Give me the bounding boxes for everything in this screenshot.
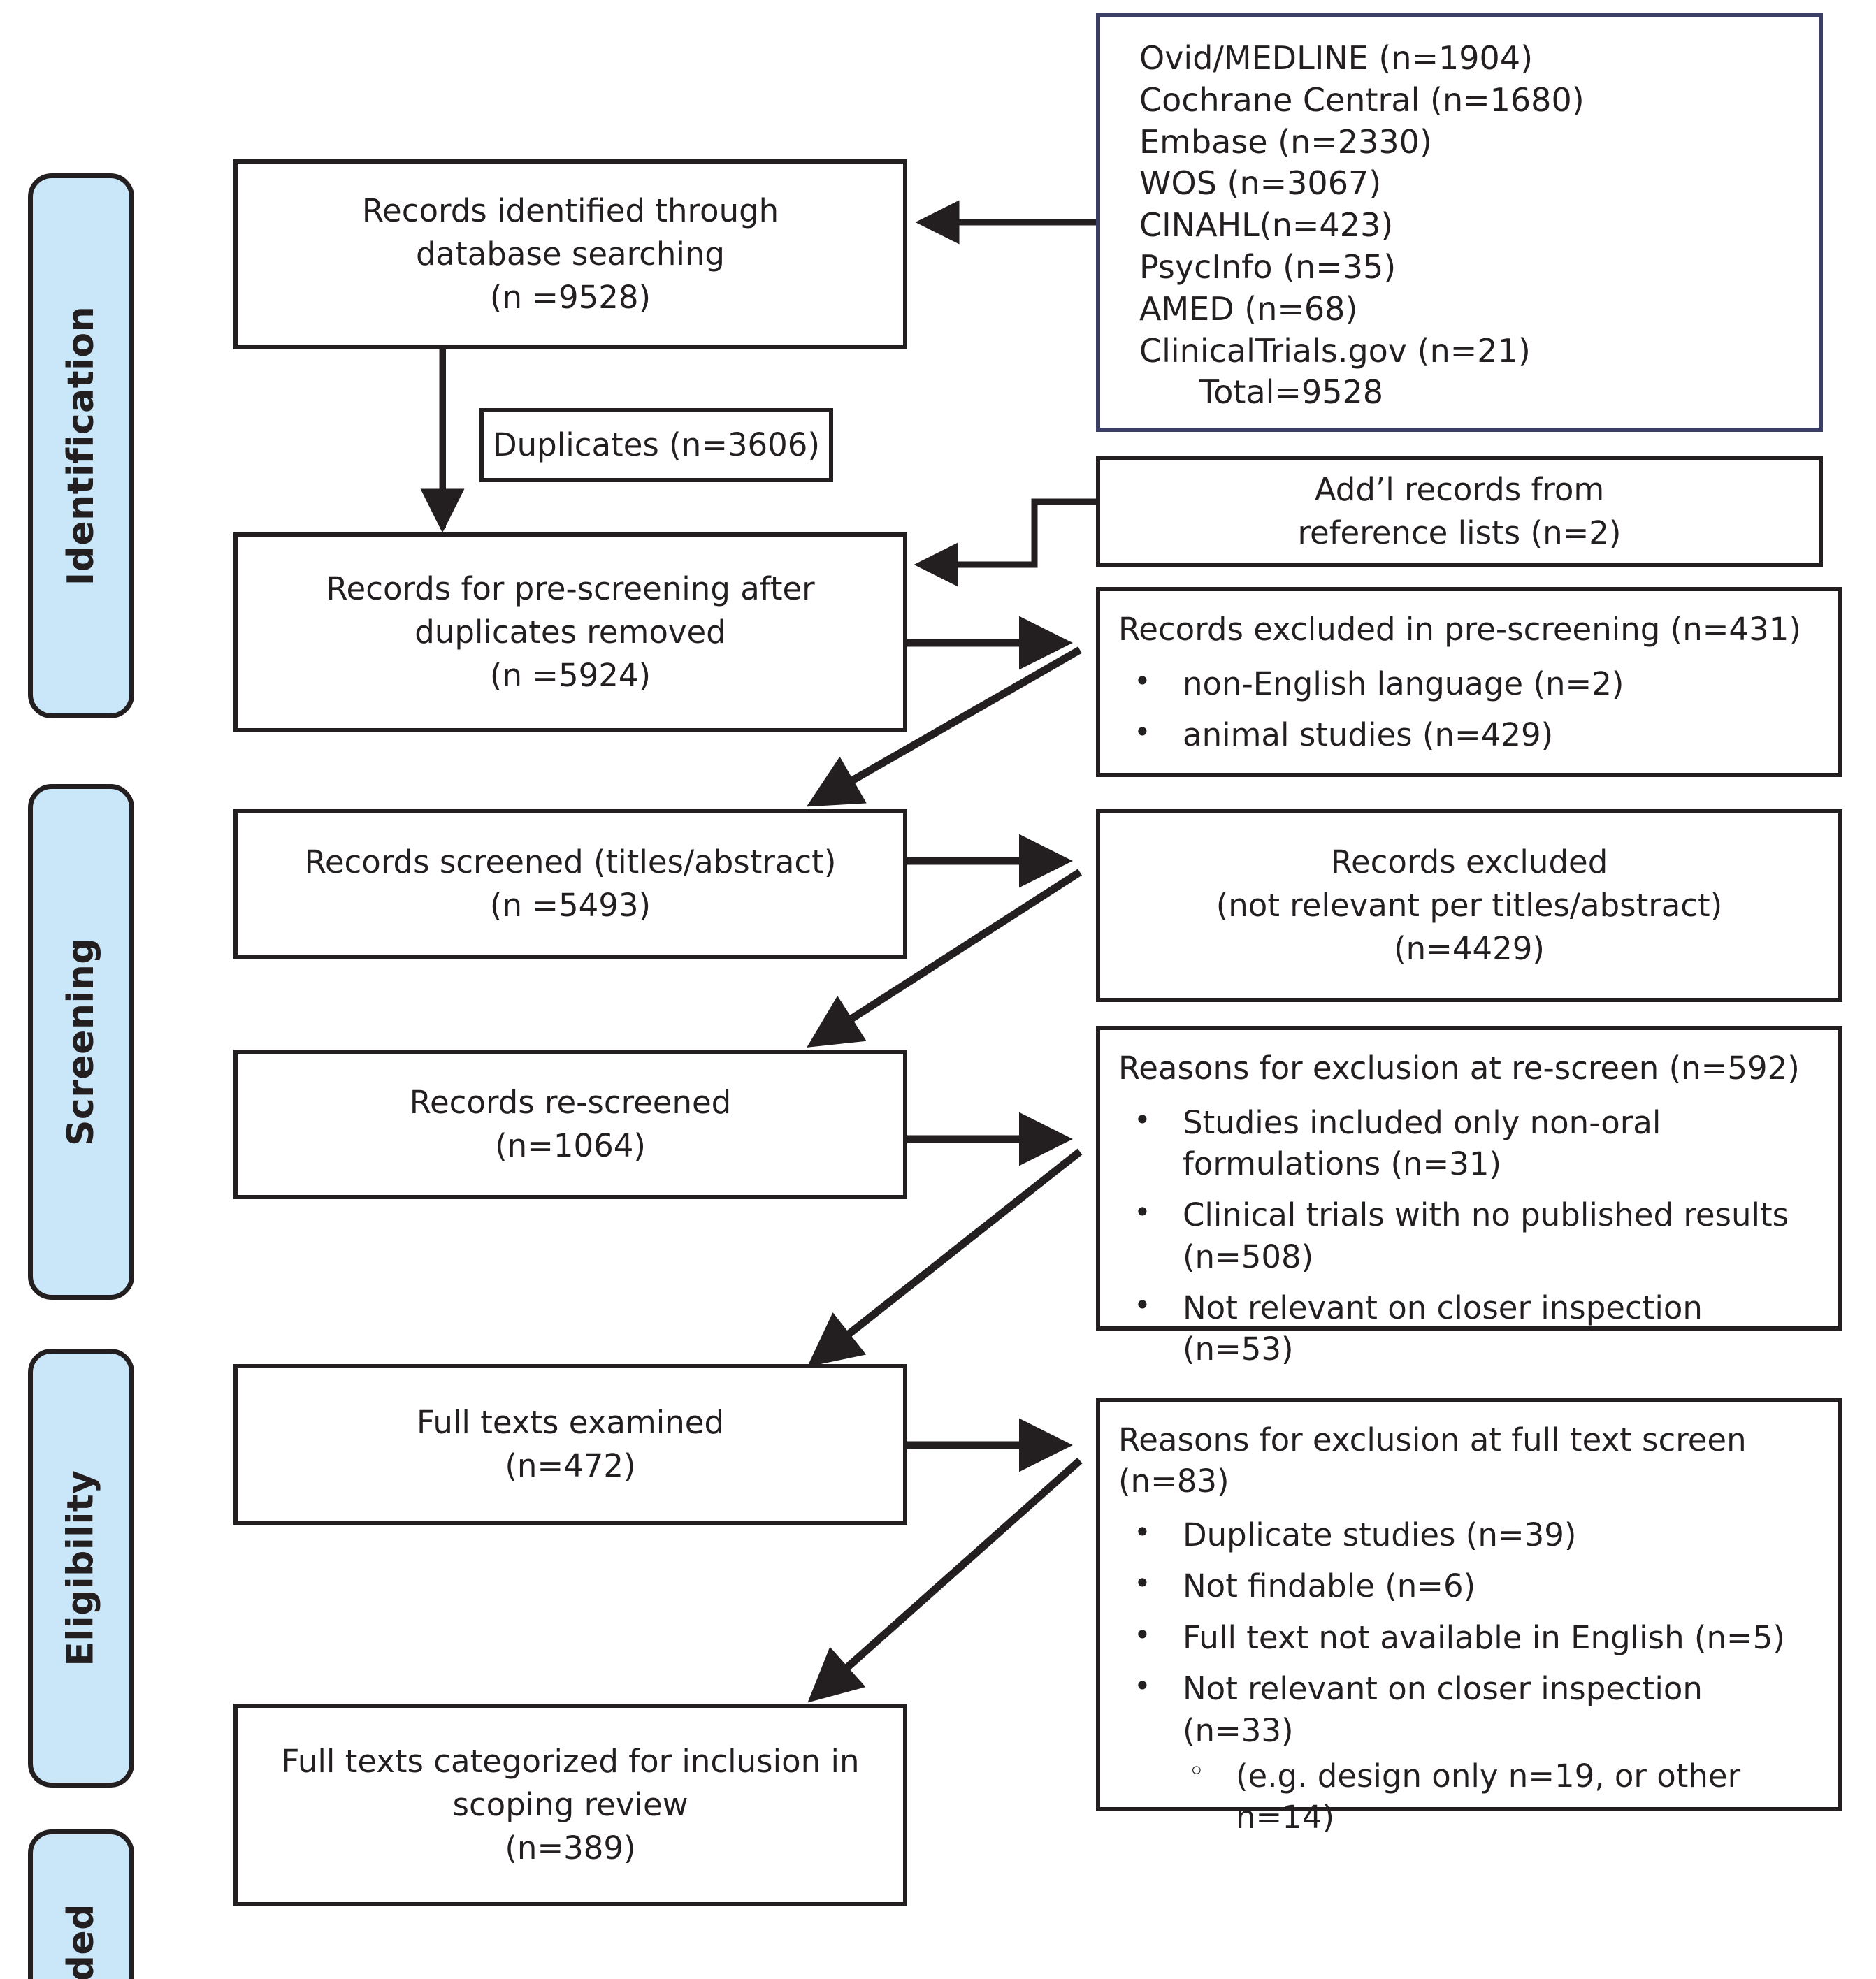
stage-pill-screening: Screening bbox=[28, 784, 134, 1300]
rescreen-excluded-item: Studies included only non-oral formulati… bbox=[1118, 1101, 1823, 1185]
fulltext-excluded-item: Not relevant on closer inspection (n=33) bbox=[1118, 1667, 1823, 1751]
prescreening-excluded-box: Records excluded in pre-screening (n=431… bbox=[1096, 587, 1842, 777]
stage-pill-included: Included bbox=[28, 1829, 134, 1979]
duplicates-branch-line bbox=[440, 348, 446, 528]
fulltexts-examined-line1: Full texts examined bbox=[416, 1403, 725, 1441]
additional-records-line1: Add’l records from bbox=[1314, 470, 1605, 508]
fulltexts-examined-box: Full texts examined (n=472) bbox=[233, 1364, 907, 1525]
included-box: Full texts categorized for inclusion in … bbox=[233, 1704, 907, 1906]
records-excluded-box: Records excluded (not relevant per title… bbox=[1096, 809, 1842, 1002]
prescreening-pool-count: (n =5924) bbox=[489, 657, 651, 695]
database-source-item: AMED (n=68) bbox=[1139, 289, 1358, 328]
records-identified-line1: Records identified through bbox=[361, 191, 779, 229]
database-source-item: WOS (n=3067) bbox=[1139, 164, 1382, 203]
stage-label-identification: Identification bbox=[60, 305, 103, 586]
records-rescreened-line1: Records re-screened bbox=[409, 1083, 732, 1121]
included-line1: Full texts categorized for inclusion in bbox=[281, 1742, 860, 1780]
records-excluded-line2: (not relevant per titles/abstract) bbox=[1215, 886, 1723, 924]
included-count: (n=389) bbox=[505, 1829, 636, 1867]
prescreening-pool-line1: Records for pre-screening after bbox=[326, 570, 815, 607]
records-identified-line2: database searching bbox=[415, 235, 725, 273]
stage-label-included: Included bbox=[60, 1904, 102, 1979]
database-source-item: ClinicalTrials.gov (n=21) bbox=[1139, 331, 1531, 370]
duplicates-count: Duplicates (n=3606) bbox=[493, 426, 820, 463]
database-source-item: PsycInfo (n=35) bbox=[1139, 247, 1397, 286]
records-excluded-line1: Records excluded bbox=[1330, 843, 1608, 880]
database-sources-box: Ovid/MEDLINE (n=1904) Cochrane Central (… bbox=[1096, 13, 1823, 432]
fulltext-excluded-box: Reasons for exclusion at full text scree… bbox=[1096, 1398, 1842, 1836]
database-source-item: Cochrane Central (n=1680) bbox=[1139, 80, 1585, 119]
additional-records-box: Add’l records from reference lists (n=2) bbox=[1096, 456, 1823, 567]
records-identified-box: Records identified through database sear… bbox=[233, 159, 907, 349]
records-excluded-count: (n=4429) bbox=[1394, 930, 1545, 968]
prescreening-excluded-list: non-English language (n=2) animal studie… bbox=[1118, 653, 1823, 756]
prescreening-excluded-item: non-English language (n=2) bbox=[1118, 661, 1823, 704]
records-rescreened-box: Records re-screened (n=1064) bbox=[233, 1050, 907, 1199]
stage-label-eligibility: Eligibility bbox=[60, 1470, 103, 1667]
additional-records-line2: reference lists (n=2) bbox=[1297, 514, 1622, 551]
stage-label-screening: Screening bbox=[60, 937, 103, 1147]
database-sources-total: Total=9528 bbox=[1199, 373, 1384, 412]
stage-pill-eligibility: Eligibility bbox=[28, 1349, 134, 1788]
database-source-item: Ovid/MEDLINE (n=1904) bbox=[1139, 39, 1534, 77]
stage-pill-identification: Identification bbox=[28, 173, 134, 718]
fulltext-excluded-heading: Reasons for exclusion at full text scree… bbox=[1118, 1421, 1747, 1500]
rescreen-excluded-item: Not relevant on closer inspection (n=53) bbox=[1118, 1286, 1823, 1370]
included-line2: scoping review bbox=[452, 1785, 688, 1823]
records-screened-box: Records screened (titles/abstract) (n =5… bbox=[233, 809, 907, 959]
records-screened-count: (n =5493) bbox=[489, 887, 651, 924]
records-screened-line1: Records screened (titles/abstract) bbox=[304, 843, 837, 880]
fulltext-excluded-item: Full text not available in English (n=5) bbox=[1118, 1616, 1823, 1658]
rescreen-excluded-list: Studies included only non-oral formulati… bbox=[1118, 1092, 1823, 1370]
rescreen-excluded-heading: Reasons for exclusion at re-screen (n=59… bbox=[1118, 1050, 1800, 1087]
database-source-item: CINAHL(n=423) bbox=[1139, 206, 1394, 245]
records-rescreened-count: (n=1064) bbox=[495, 1127, 646, 1164]
prescreening-pool-box: Records for pre-screening after duplicat… bbox=[233, 532, 907, 732]
prescreening-excluded-item: animal studies (n=429) bbox=[1118, 713, 1823, 755]
database-sources-list: Ovid/MEDLINE (n=1904) Cochrane Central (… bbox=[1139, 38, 1819, 414]
fulltexts-examined-count: (n=472) bbox=[505, 1447, 636, 1484]
prescreening-pool-line2: duplicates removed bbox=[414, 613, 726, 651]
duplicates-box: Duplicates (n=3606) bbox=[479, 408, 833, 482]
rescreen-excluded-box: Reasons for exclusion at re-screen (n=59… bbox=[1096, 1026, 1842, 1368]
rescreen-excluded-item: Clinical trials with no published result… bbox=[1118, 1193, 1823, 1277]
fulltext-excluded-subitem: (e.g. design only n=19, or other n=14) bbox=[1118, 1753, 1823, 1839]
database-source-item: Embase (n=2330) bbox=[1139, 122, 1432, 161]
fulltext-excluded-item: Not findable (n=6) bbox=[1118, 1564, 1823, 1607]
prescreening-excluded-heading: Records excluded in pre-screening (n=431… bbox=[1118, 611, 1801, 648]
records-identified-count: (n =9528) bbox=[489, 279, 651, 317]
fulltext-excluded-item: Duplicate studies (n=39) bbox=[1118, 1513, 1823, 1556]
fulltext-excluded-list: Duplicate studies (n=39) Not findable (n… bbox=[1118, 1505, 1823, 1839]
